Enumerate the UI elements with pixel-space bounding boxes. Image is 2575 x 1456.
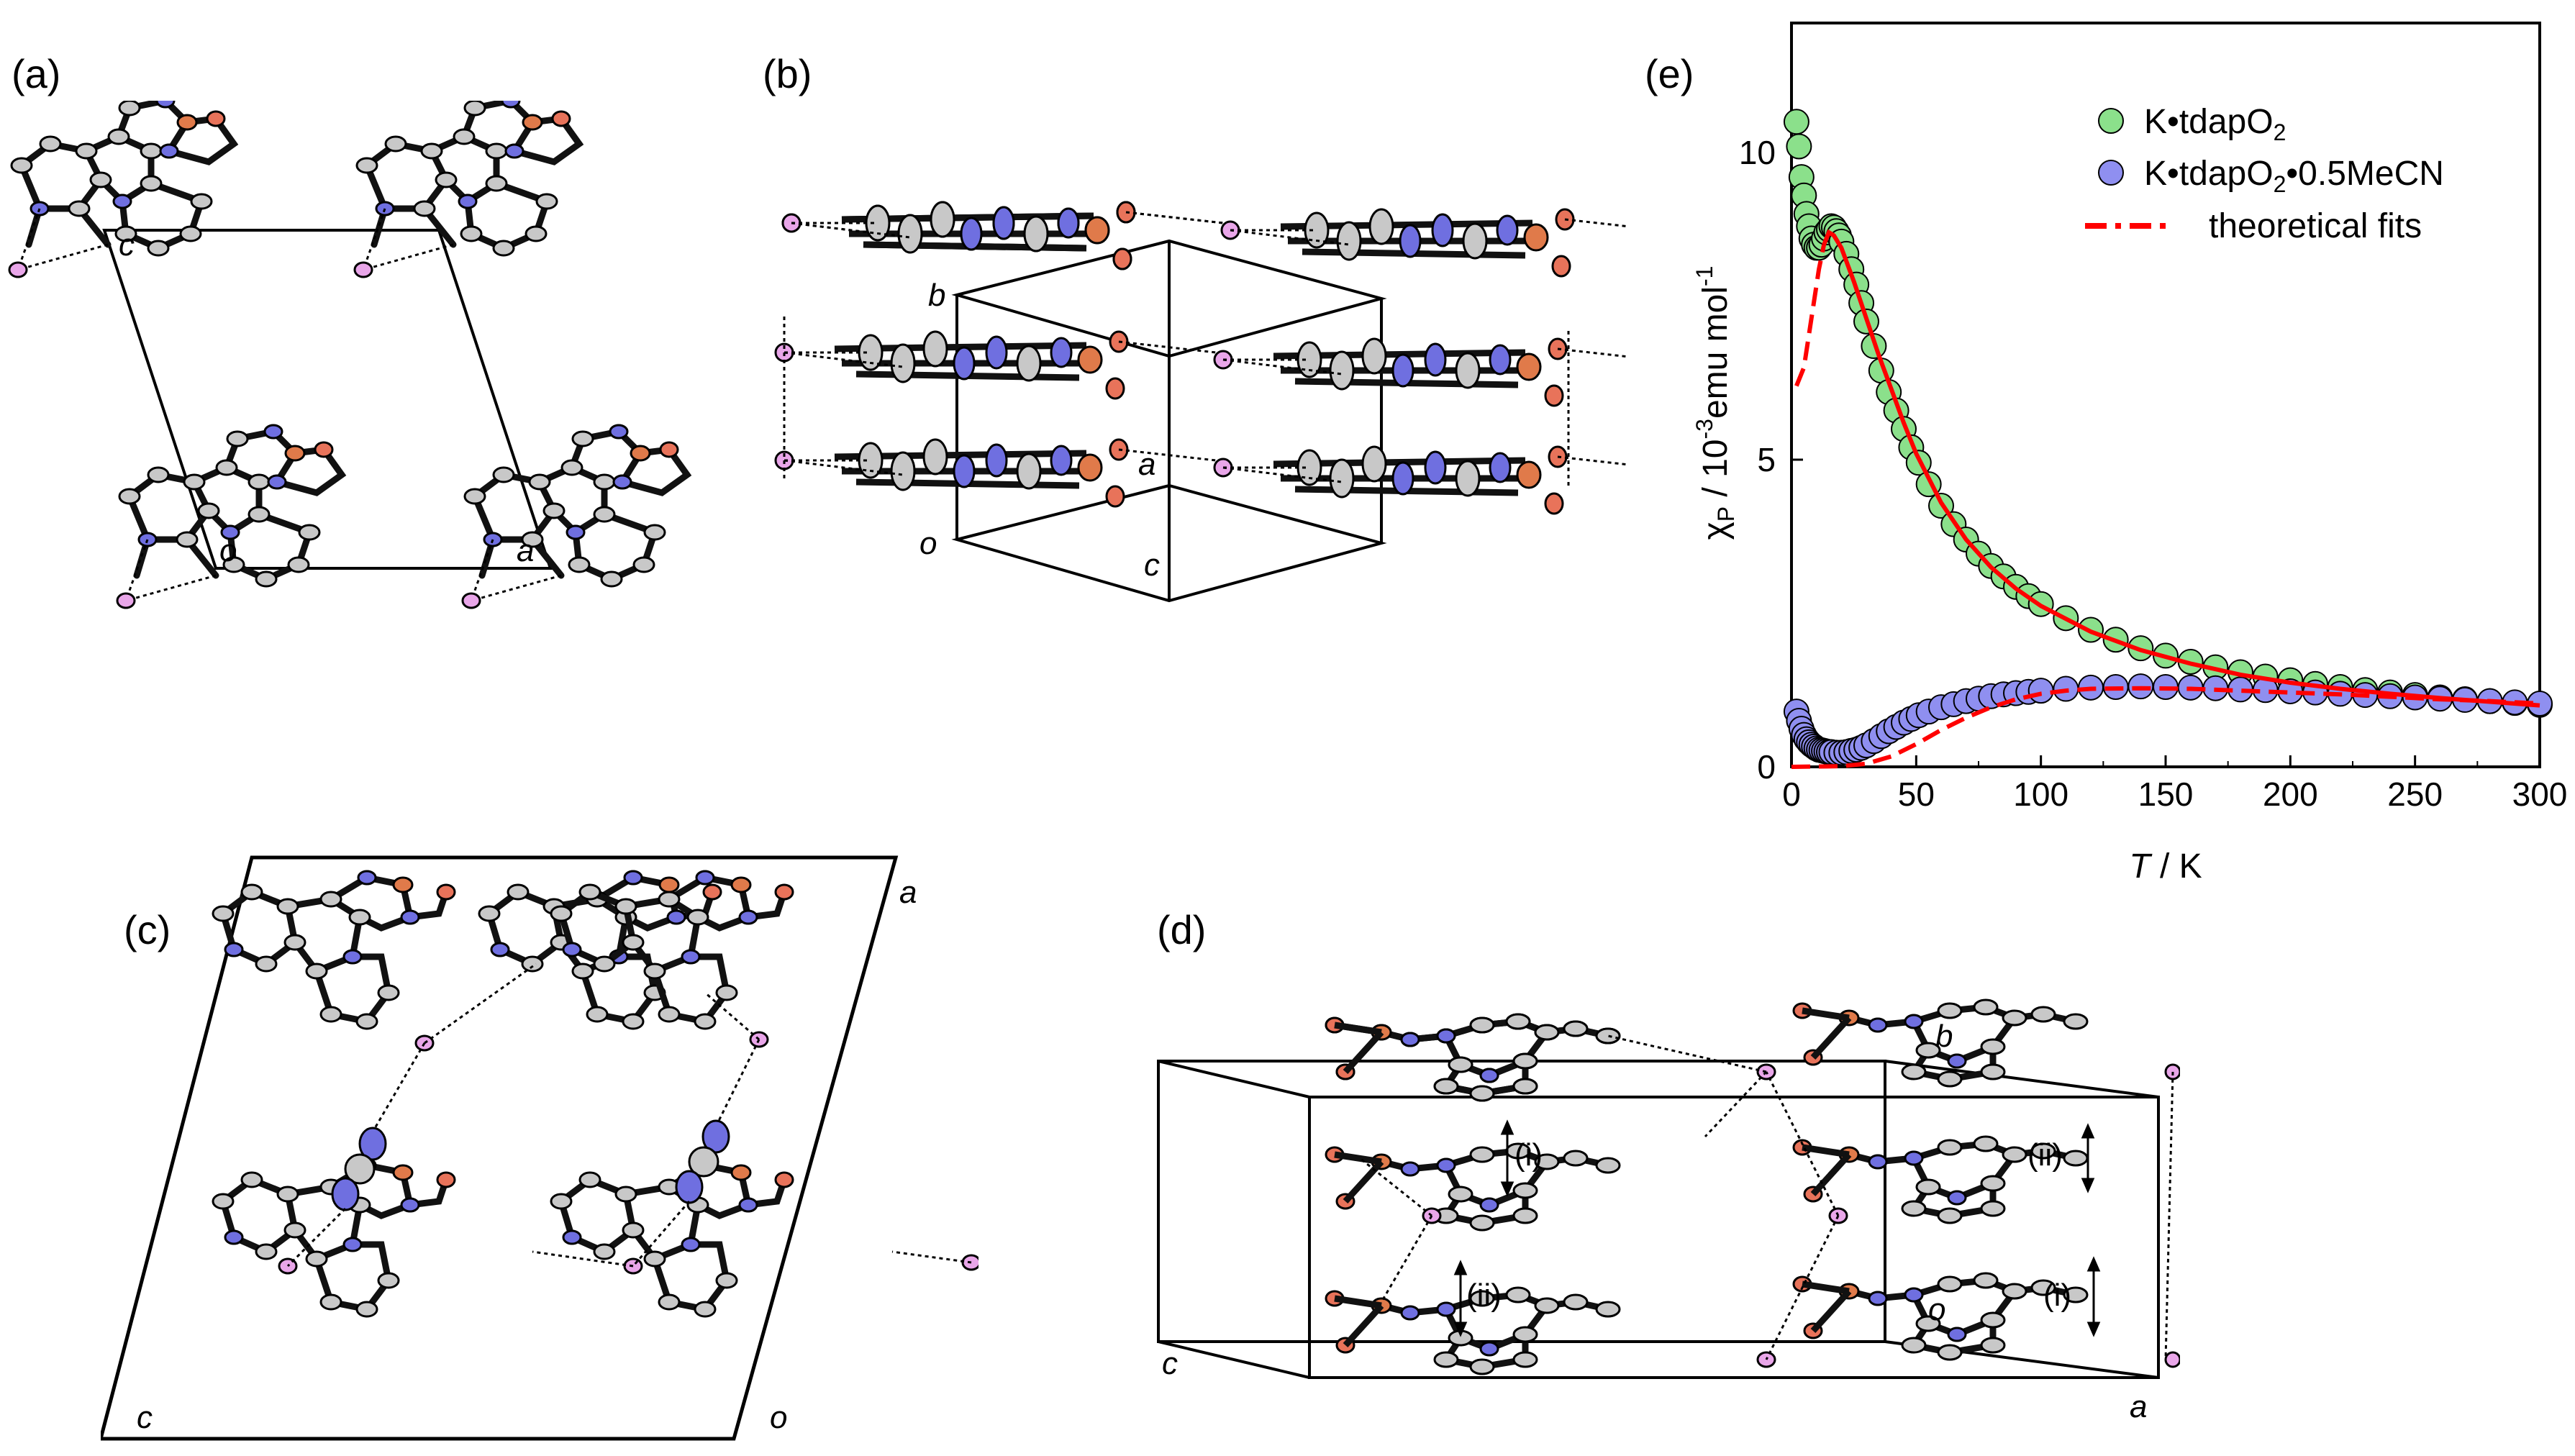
axis-label-c: c [1162,1346,1178,1381]
data-point-ktdapo2-mecn [2027,678,2054,704]
legend-label-ktdapo2-mecn: K•tdapO2•0.5MeCN [2144,155,2444,197]
annotation-ii-left: (ii) [1466,1278,1502,1313]
x-tick-label: 250 [2387,775,2443,813]
axis-label-o: o [919,526,937,561]
y-tick-label: 0 [1757,748,1776,786]
fit-curve [1791,686,2540,769]
series-layer [1783,109,2553,769]
axis-label-b: b [928,278,945,313]
panel-label-a: (a) [12,51,61,96]
annotation-i-right: (i) [2043,1278,2071,1313]
y-axis-label: χP / 10-3emu mol-1 [1691,266,1739,540]
susceptibility-chart: 0 50 100 150 200 250 300 0 5 10 T / K χP / 10-3em… [1691,22,2568,886]
panel-label-d: (d) [1157,907,1207,952]
x-tick-label: 100 [2013,775,2068,813]
fit-curve [1794,244,1827,387]
axis-label-a: a [899,875,917,910]
axis-label-a: a [2130,1389,2147,1424]
axis-label-a: a [517,533,534,568]
axis-label-c: c [119,227,135,263]
axis-label-b: b [1935,1019,1953,1054]
axis-label-o: o [770,1400,787,1435]
y-tick-label: 5 [1757,441,1776,478]
molecule-unit-a [8,101,239,278]
legend: K•tdapO2 K•tdapO2•0.5MeCN theoretical fi… [2085,103,2444,245]
unit-cell-d [1157,1060,2160,1379]
data-point-ktdapo2 [1783,109,1809,135]
x-tick-label: 200 [2263,775,2318,813]
crystal-structure-b: b a o c [763,144,1626,603]
crystal-structure-a: c o a [8,101,734,734]
legend-marker-blue [2098,160,2124,186]
panel-label-c: (c) [124,907,171,952]
x-tick-label: 300 [2512,775,2568,813]
axis-label-a: a [1138,447,1155,482]
panel-label-e: (e) [1645,51,1694,96]
legend-label-fits: theoretical fits [2209,207,2422,245]
panel-label-b: (b) [763,51,812,96]
y-tick-label: 10 [1739,134,1776,171]
unit-cell-b [951,239,1387,603]
x-tick-label: 150 [2138,775,2194,813]
x-tick-label: 50 [1898,775,1935,813]
fit-curve [1822,229,2540,708]
axis-label-o: o [1928,1292,1945,1327]
annotation-ii-right: (ii) [2027,1137,2063,1173]
crystal-structure-c: a c o [101,855,978,1441]
axis-label-c: c [137,1400,153,1435]
axis-label-c: c [1144,547,1160,583]
data-point-ktdapo2 [1786,133,1812,160]
legend-marker-green [2098,108,2124,134]
x-axis-label: T / K [2129,847,2202,886]
axis-ticks: 0 50 100 150 200 250 300 0 5 10 [1739,134,2568,813]
x-tick-label: 0 [1782,775,1801,813]
unit-cell-a [102,229,553,570]
crystal-structure-d: (i) (ii) (ii) (i) b c o a [1157,993,2180,1424]
legend-label-ktdapo2: K•tdapO2 [2144,103,2286,145]
axis-label-o: o [219,533,237,568]
annotation-i-left: (i) [1514,1137,1543,1173]
unit-cell-c [101,855,899,1441]
